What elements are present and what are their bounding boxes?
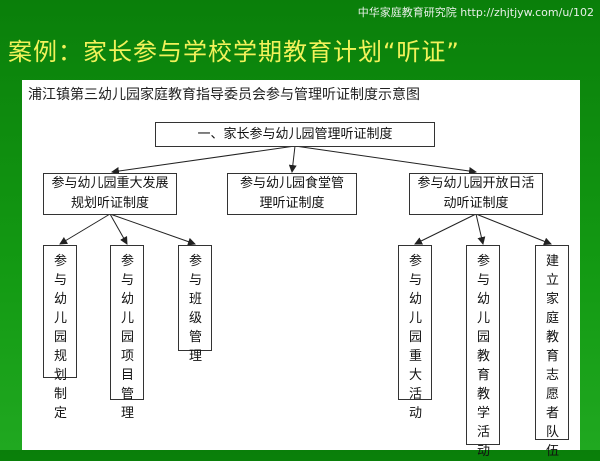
root-node: 一、家长参与幼儿园管理听证制度	[155, 122, 435, 147]
leaf-node: 参与班级管理	[178, 245, 212, 364]
leaf-node: 参与幼儿园教育教学活动	[466, 245, 500, 459]
leaf-node: 参与幼儿园项目管理	[110, 245, 144, 421]
branch-node-canteen: 参与幼儿园食堂管理听证制度	[227, 173, 357, 215]
slide-title: 案例：家长参与学校学期教育计划“听证”	[8, 38, 460, 66]
connector-arrows	[59, 145, 552, 246]
source-watermark: 中华家庭教育研究院 http://zhjtjyw.com/u/102	[357, 6, 594, 19]
diagram-title: 浦江镇第三幼儿园家庭教育指导委员会参与管理听证制度示意图	[28, 87, 420, 103]
leaf-node: 参与幼儿园重大活动	[398, 245, 432, 421]
leaf-node: 参与幼儿园规划制定	[43, 245, 77, 421]
leaf-node: 建立家庭教育志愿者队伍	[535, 245, 569, 459]
branch-node-development: 参与幼儿园重大发展规划听证制度	[43, 173, 177, 215]
branch-node-open-day: 参与幼儿园开放日活动听证制度	[409, 173, 543, 215]
